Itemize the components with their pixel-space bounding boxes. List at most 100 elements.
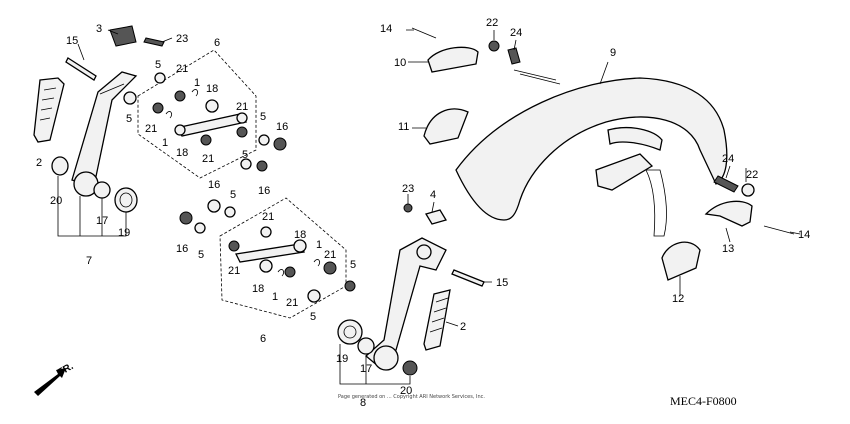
callout-21: 21: [228, 265, 240, 277]
callout-19: 19: [336, 353, 348, 365]
link-arm-lower: [235, 243, 305, 263]
footpeg-rubber-left: [33, 77, 65, 143]
collar-20-left: [51, 156, 69, 176]
callout-3: 3: [96, 23, 102, 35]
callout-2: 2: [460, 321, 466, 333]
callout-17: 17: [360, 363, 372, 375]
bolt-15-right: [451, 269, 485, 287]
callout-8: 8: [360, 397, 366, 409]
callout-10: 10: [394, 57, 406, 69]
front-fender: [411, 27, 795, 281]
diagram-code: MEC4-F0800: [670, 394, 737, 408]
fender-brace: [595, 153, 654, 191]
cover-10: [427, 46, 479, 73]
callout-5: 5: [310, 311, 316, 323]
left-footpeg-bracket: [33, 25, 165, 237]
collar-5-left: [123, 91, 137, 105]
callout-16: 16: [276, 121, 288, 133]
bearing-17-right: [357, 337, 375, 355]
callout-21: 21: [145, 123, 157, 135]
callout-17: 17: [96, 215, 108, 227]
callout-21: 21: [176, 63, 188, 75]
callout-18: 18: [252, 283, 264, 295]
screw-23-top: [143, 37, 165, 47]
callout-5: 5: [242, 149, 248, 161]
callout-13: 13: [722, 243, 734, 255]
callout-11: 11: [398, 121, 409, 133]
callout-22: 22: [746, 169, 758, 181]
callout-21: 21: [286, 297, 298, 309]
bolt-24-right: [713, 175, 739, 193]
callout-24: 24: [510, 27, 522, 39]
link-assembly-6-upper: [137, 49, 287, 234]
callout-1: 1: [162, 137, 168, 149]
callout-20: 20: [400, 385, 412, 397]
clip-4: [425, 209, 447, 225]
callout-16: 16: [176, 243, 188, 255]
callout-5: 5: [260, 111, 266, 123]
callout-6: 6: [214, 37, 220, 49]
nut-22-right: [741, 183, 755, 197]
callout-14: 14: [380, 23, 392, 35]
callout-19: 19: [118, 227, 130, 239]
callout-9: 9: [610, 47, 616, 59]
seal-19-right: [337, 319, 363, 345]
collar-upper-a: [152, 102, 164, 114]
group-outline-6-upper: [137, 49, 257, 179]
group-bracket-7: [57, 176, 127, 237]
callout-5: 5: [350, 259, 356, 271]
callout-21: 21: [324, 249, 336, 261]
fender-shell: [455, 77, 728, 221]
callout-23: 23: [176, 33, 188, 45]
callout-22: 22: [486, 17, 498, 29]
screw-23-mid: [403, 203, 413, 213]
bolt-24-top: [507, 47, 521, 65]
leader-lines: [77, 29, 801, 327]
link-assembly-6-lower: [219, 197, 356, 319]
callout-2: 2: [36, 157, 42, 169]
bracket-11: [423, 108, 469, 145]
callout-21: 21: [202, 153, 214, 165]
callout-16: 16: [208, 179, 220, 191]
bolt-15-left: [65, 57, 97, 81]
direction-label: FR.: [56, 361, 76, 379]
bracket-arm-left: [71, 71, 138, 187]
seal-19-left: [114, 187, 138, 213]
callout-7: 7: [86, 255, 92, 267]
nut-22-top: [488, 40, 500, 52]
bracket-arm-right: [365, 237, 447, 367]
callout-23: 23: [402, 183, 414, 195]
fender-rear-tail: [645, 169, 668, 237]
callout-18: 18: [176, 147, 188, 159]
bracket-12: [661, 241, 701, 281]
callout-20: 20: [50, 195, 62, 207]
bracket-13: [704, 200, 753, 227]
bearing-17-left: [93, 181, 111, 199]
callout-14: 14: [798, 229, 810, 241]
callout-24: 24: [722, 153, 734, 165]
callout-1: 1: [272, 291, 278, 303]
callout-4: 4: [430, 189, 436, 201]
callout-5: 5: [198, 249, 204, 261]
callout-18: 18: [206, 83, 218, 95]
clip-3: [109, 25, 137, 47]
callout-1: 1: [194, 77, 200, 89]
copyright-text: Page generated on ... Copyright ARI Netw…: [338, 394, 485, 400]
collar-20-right: [402, 360, 418, 376]
callout-5: 5: [126, 113, 132, 125]
callout-5: 5: [155, 59, 161, 71]
callout-15: 15: [496, 277, 508, 289]
callout-18: 18: [294, 229, 306, 241]
callout-16: 16: [258, 185, 270, 197]
callout-6: 6: [260, 333, 266, 345]
callout-12: 12: [672, 293, 684, 305]
callout-5: 5: [230, 189, 236, 201]
callout-21: 21: [236, 101, 248, 113]
right-footpeg-bracket: [337, 203, 485, 385]
rubber-ribs-left: [39, 87, 57, 121]
callout-labels: 3 23 15 6 5 21 1 18 5 21 1 18 21 21 5 16…: [36, 17, 810, 409]
callout-21: 21: [262, 211, 274, 223]
fender-emblem: [607, 126, 663, 151]
front-direction-arrow: FR.: [34, 361, 76, 396]
